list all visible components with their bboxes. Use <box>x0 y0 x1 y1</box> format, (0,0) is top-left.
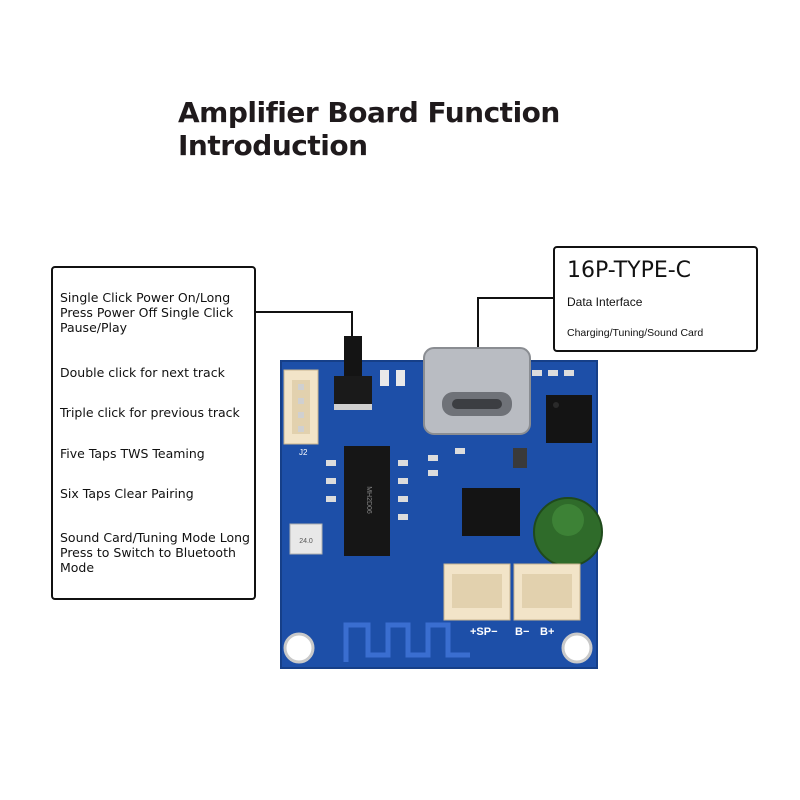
crystal-marking: 24.0 <box>299 538 313 545</box>
amplifier-chip-marking: MH2D06 <box>365 486 372 514</box>
capacitor <box>533 497 603 567</box>
chip-top-right <box>546 395 592 443</box>
function-triple-click: Triple click for previous track <box>60 405 240 420</box>
typec-functions: Charging/Tuning/Sound Card <box>567 327 704 339</box>
chip-center <box>462 488 520 536</box>
led-2 <box>396 370 405 386</box>
typec-data-interface: Data Interface <box>567 295 643 309</box>
j2-connector <box>283 369 319 445</box>
antenna-trace <box>343 622 470 662</box>
function-single-click: Single Click Power On/Long Press Power O… <box>60 290 234 335</box>
mounting-hole-left <box>283 632 315 664</box>
push-button <box>334 336 372 410</box>
function-double-click: Double click for next track <box>60 365 225 380</box>
typec-leader-line <box>477 297 553 352</box>
j2-label: J2 <box>299 448 308 457</box>
crystal-oscillator: 24.0 <box>289 523 323 555</box>
battery-connector <box>513 563 581 621</box>
function-sound-card-mode: Sound Card/Tuning Mode Long Press to Swi… <box>60 530 250 575</box>
typec-callout: 16P-TYPE-C Data Interface Charging/Tunin… <box>553 246 758 352</box>
button-functions-callout: Single Click Power On/Long Press Power O… <box>51 266 256 600</box>
page-title: Amplifier Board Function Introduction <box>178 96 560 162</box>
led-1 <box>380 370 389 386</box>
speaker-label: +SP− <box>470 626 498 638</box>
title-line-2: Introduction <box>178 129 368 162</box>
button-leader-line <box>256 311 353 338</box>
battery-plus-label: B+ <box>540 626 554 638</box>
typec-port <box>423 347 531 435</box>
mounting-hole-right <box>561 632 593 664</box>
function-five-taps: Five Taps TWS Teaming <box>60 446 205 461</box>
title-line-1: Amplifier Board Function <box>178 96 560 129</box>
amplifier-chip: MH2D06 <box>344 446 390 556</box>
battery-minus-label: B− <box>515 626 529 638</box>
small-components <box>326 370 574 520</box>
function-six-taps: Six Taps Clear Pairing <box>60 486 194 501</box>
speaker-connector <box>443 563 511 621</box>
typec-heading: 16P-TYPE-C <box>567 258 692 283</box>
